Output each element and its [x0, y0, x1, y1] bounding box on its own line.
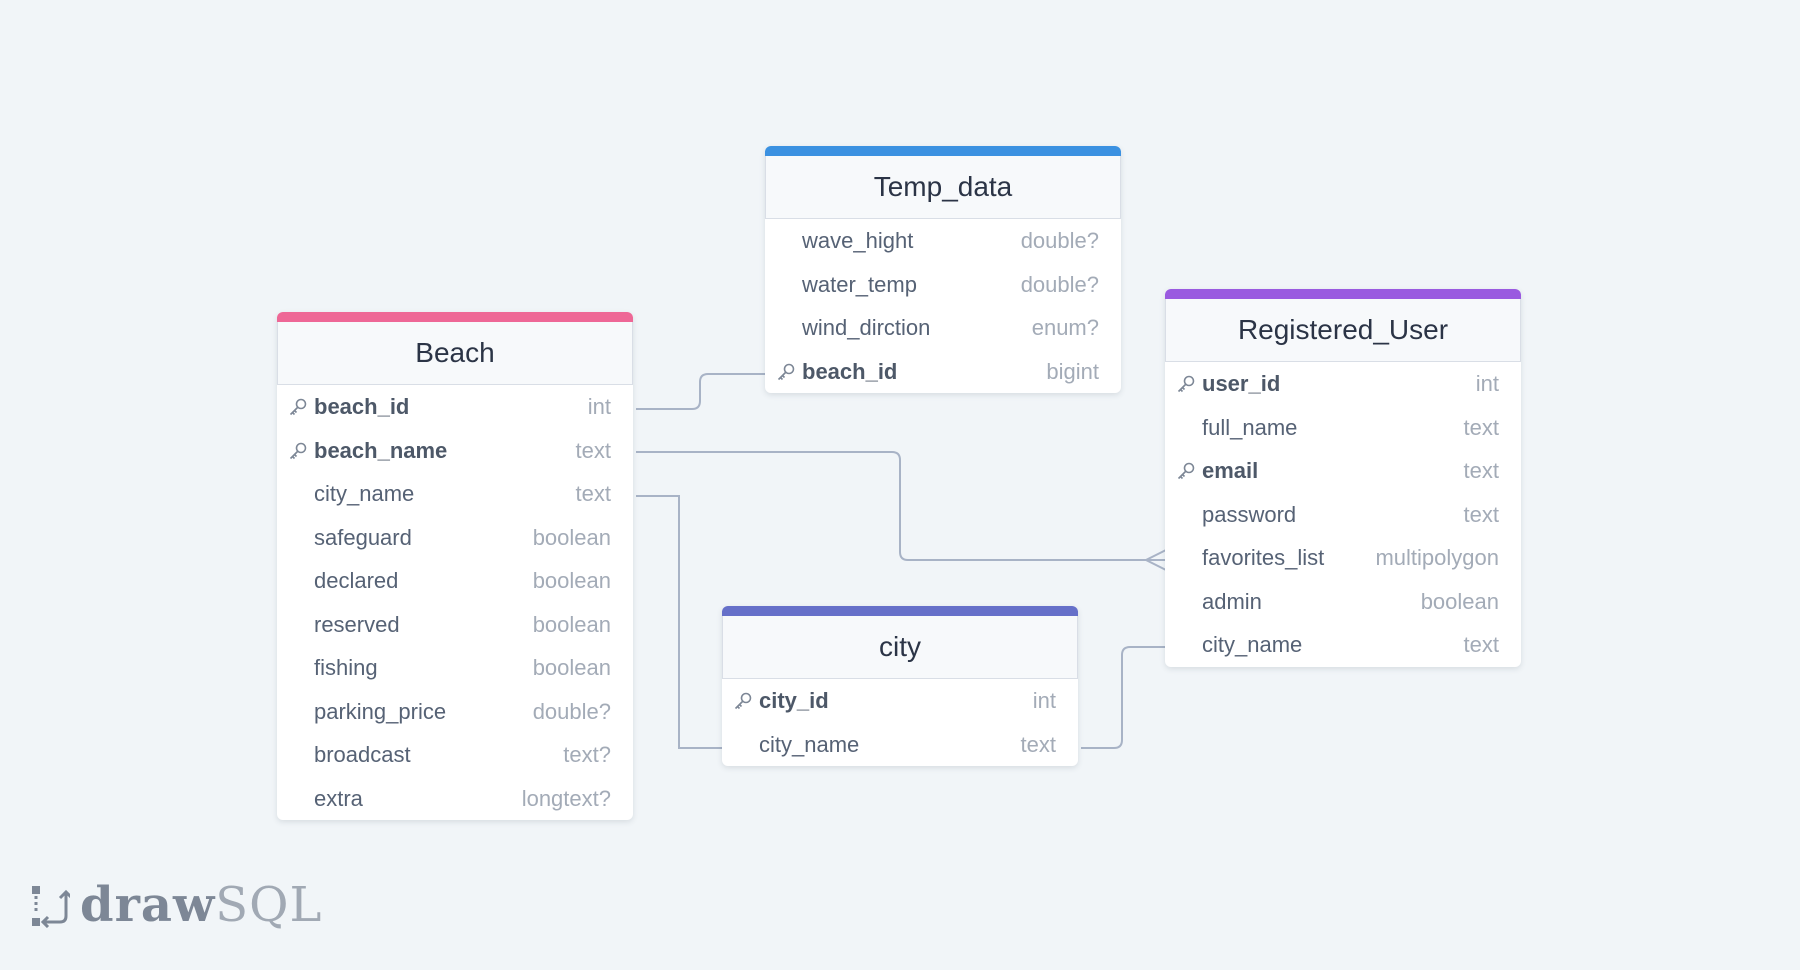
- table-title[interactable]: Temp_data: [765, 156, 1121, 219]
- field-row-email[interactable]: email text: [1165, 449, 1521, 493]
- field-type: double?: [532, 698, 611, 724]
- field-row-wind-dirction[interactable]: wind_dirction enum?: [765, 306, 1121, 350]
- field-type: int: [1475, 371, 1499, 396]
- field-row-safeguard[interactable]: safeguard boolean: [277, 516, 633, 560]
- field-row-favorites-list[interactable]: favorites_list multipolygon: [1165, 536, 1521, 580]
- field-row-wave-hight[interactable]: wave_hight double?: [765, 219, 1121, 263]
- field-type: bigint: [1046, 358, 1099, 384]
- field-type: text: [1463, 414, 1499, 440]
- field-row-full-name[interactable]: full_name text: [1165, 406, 1521, 450]
- table-city[interactable]: city city_id int city_name text: [722, 606, 1078, 766]
- field-type: boolean: [532, 655, 611, 680]
- field-type: multipolygon: [1375, 545, 1499, 570]
- table-accent-bar: [1165, 289, 1521, 299]
- field-name: favorites_list: [1202, 545, 1325, 570]
- field-row-city-id[interactable]: city_id int: [722, 679, 1078, 723]
- relation-beach-user[interactable]: [636, 451, 1166, 561]
- field-type: boolean: [532, 568, 611, 593]
- table-accent-bar: [277, 312, 633, 322]
- field-type: int: [587, 394, 611, 419]
- field-name: city_name: [314, 481, 415, 506]
- field-row-beach-id[interactable]: beach_id int: [277, 385, 633, 429]
- field-row-password[interactable]: password text: [1165, 493, 1521, 537]
- key-icon: [289, 442, 307, 459]
- field-name: broadcast: [314, 742, 411, 767]
- field-type: int: [1032, 688, 1056, 713]
- field-row-city-name[interactable]: city_name text: [722, 723, 1078, 767]
- field-name: beach_id: [314, 394, 410, 419]
- field-type: text: [1463, 632, 1499, 657]
- key-icon: [1177, 462, 1195, 480]
- relation-beach-temp[interactable]: [636, 373, 766, 410]
- field-type: boolean: [1420, 588, 1499, 614]
- relation-crowfoot-many: [1145, 549, 1167, 571]
- table-title[interactable]: Beach: [277, 322, 633, 385]
- key-icon: [734, 692, 752, 710]
- field-name: beach_id: [802, 358, 898, 384]
- field-name: password: [1202, 501, 1297, 527]
- field-row-admin[interactable]: admin boolean: [1165, 580, 1521, 624]
- field-type: text: [1463, 501, 1499, 527]
- field-name: fishing: [314, 655, 378, 680]
- field-name: wind_dirction: [802, 315, 931, 340]
- field-row-user-id[interactable]: user_id int: [1165, 362, 1521, 406]
- field-row-broadcast[interactable]: broadcast text?: [277, 733, 633, 777]
- field-row-fishing[interactable]: fishing boolean: [277, 646, 633, 690]
- field-name: email: [1202, 458, 1259, 483]
- field-row-city-name[interactable]: city_name text: [277, 472, 633, 516]
- field-type: text: [575, 437, 611, 463]
- field-type: enum?: [1031, 315, 1099, 340]
- relation-beach-city[interactable]: [636, 495, 722, 749]
- field-row-declared[interactable]: declared boolean: [277, 559, 633, 603]
- field-name: user_id: [1202, 371, 1281, 396]
- key-icon: [1177, 375, 1195, 393]
- field-type: text: [1463, 458, 1499, 483]
- drawsql-logo-icon: [32, 886, 70, 928]
- field-type: text: [1020, 731, 1056, 757]
- field-name: full_name: [1202, 414, 1298, 440]
- field-type: double?: [1020, 228, 1099, 253]
- field-type: text?: [563, 742, 611, 767]
- drawsql-logo-text: drawSQL: [80, 877, 323, 933]
- field-name: city_name: [1202, 632, 1303, 657]
- field-name: safeguard: [314, 524, 412, 550]
- field-type: boolean: [532, 611, 611, 637]
- field-name: parking_price: [314, 698, 447, 724]
- table-title[interactable]: Registered_User: [1165, 299, 1521, 362]
- field-name: declared: [314, 568, 399, 593]
- drawsql-logo[interactable]: drawSQL: [30, 880, 330, 930]
- field-name: city_id: [759, 688, 829, 713]
- field-name: water_temp: [802, 271, 917, 297]
- field-name: admin: [1202, 588, 1262, 614]
- field-row-extra[interactable]: extra longtext?: [277, 777, 633, 821]
- relation-city-user[interactable]: [1081, 646, 1166, 749]
- field-row-beach-name[interactable]: beach_name text: [277, 429, 633, 473]
- field-name: reserved: [314, 611, 400, 637]
- field-name: wave_hight: [802, 228, 914, 253]
- key-icon: [777, 363, 795, 380]
- table-temp-data[interactable]: Temp_data wave_hight double? water_temp dou…: [765, 146, 1121, 393]
- field-type: double?: [1020, 271, 1099, 297]
- field-row-reserved[interactable]: reserved boolean: [277, 603, 633, 647]
- field-row-beach-id[interactable]: beach_id bigint: [765, 350, 1121, 394]
- field-row-parking-price[interactable]: parking_price double?: [277, 690, 633, 734]
- table-accent-bar: [765, 146, 1121, 156]
- field-name: beach_name: [314, 437, 448, 463]
- field-row-water-temp[interactable]: water_temp double?: [765, 263, 1121, 307]
- field-type: boolean: [532, 524, 611, 550]
- field-row-city-name[interactable]: city_name text: [1165, 623, 1521, 667]
- field-type: longtext?: [521, 785, 611, 811]
- field-name: extra: [314, 785, 363, 811]
- field-type: text: [575, 481, 611, 506]
- table-title[interactable]: city: [722, 616, 1078, 679]
- table-accent-bar: [722, 606, 1078, 616]
- field-name: city_name: [759, 731, 860, 757]
- key-icon: [289, 398, 307, 416]
